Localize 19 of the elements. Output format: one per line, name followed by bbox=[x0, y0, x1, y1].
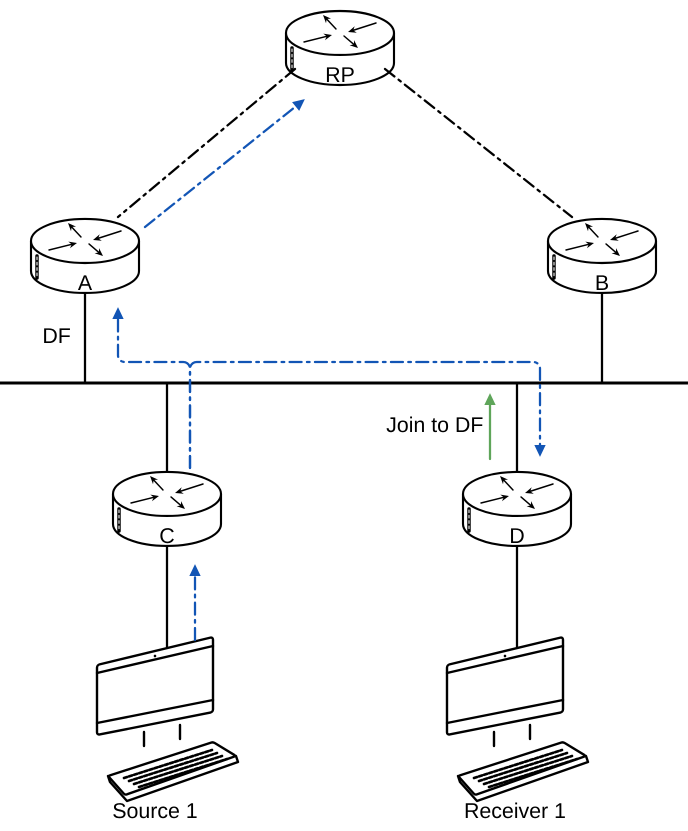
router-label: C bbox=[160, 528, 174, 544]
connector bbox=[166, 384, 168, 472]
connector bbox=[166, 544, 168, 650]
connector bbox=[600, 292, 604, 382]
connector bbox=[516, 544, 518, 650]
network-bus bbox=[0, 382, 688, 384]
router-label: B bbox=[596, 275, 608, 290]
connector bbox=[188, 360, 546, 470]
router-label: RP bbox=[326, 67, 354, 82]
router-label: D bbox=[511, 528, 524, 543]
computer-label: Source 1 bbox=[113, 803, 197, 818]
connector bbox=[116, 68, 296, 218]
connector bbox=[84, 292, 86, 382]
connector bbox=[384, 68, 574, 218]
computer-label: Receiver 1 bbox=[466, 802, 565, 818]
router-label: A bbox=[78, 275, 92, 290]
beside-label: DF bbox=[44, 328, 70, 343]
edge-label: Join to DF bbox=[386, 416, 482, 432]
connector bbox=[516, 384, 518, 472]
